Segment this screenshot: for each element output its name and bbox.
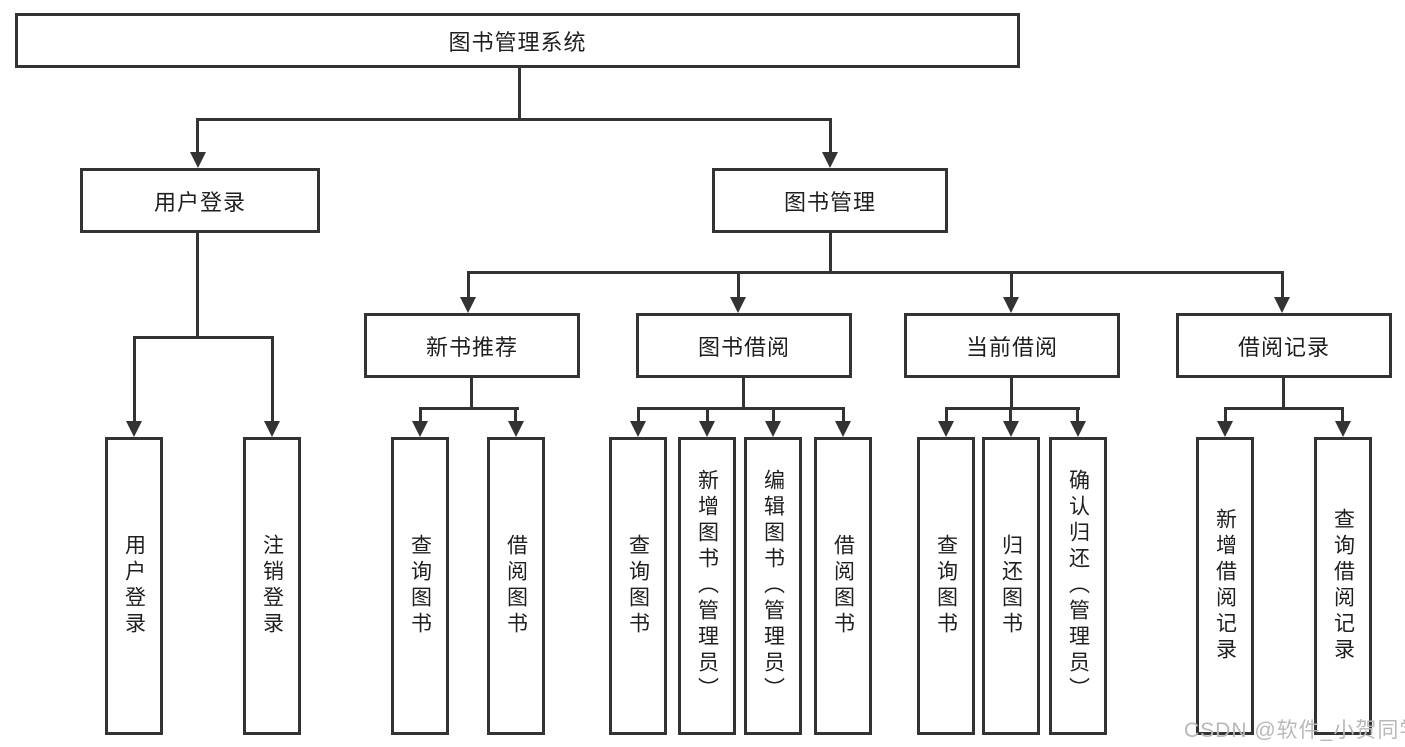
connector-currentborrow-drop-1 [945, 410, 948, 423]
connector-newbook-crossbar [419, 407, 519, 410]
connector-currentborrow-stem [1010, 378, 1013, 407]
leaf-edit-book-admin: 编辑图书（管理员） [744, 437, 802, 735]
leaf-query-borrow-record: 查询借阅记录 [1314, 437, 1372, 735]
leaf-borrow-query-book: 查询图书 [609, 437, 667, 735]
arrowhead-bookborrow-leaf-4 [835, 421, 851, 437]
leaf-newbook-query-book: 查询图书 [391, 437, 449, 735]
connector-bookborrow-drop-2 [706, 410, 709, 423]
leaf-current-query-book: 查询图书 [917, 437, 975, 735]
arrowhead-newbook-leaf-1 [412, 421, 428, 437]
arrowhead-to-new-book-recommend [460, 297, 476, 313]
leaf-newbook-borrow-book: 借阅图书 [487, 437, 545, 735]
connector-newbook-drop-1 [419, 410, 422, 423]
arrowhead-bookborrow-leaf-3 [765, 421, 781, 437]
connector-newbook-stem [470, 378, 473, 407]
connector-borrowrecord-stem [1282, 378, 1285, 407]
connector-root-drop-right [829, 121, 832, 153]
connector-userlogin-stem [196, 233, 199, 336]
arrowhead-currentborrow-leaf-3 [1070, 421, 1086, 437]
connector-bookborrow-stem [742, 378, 745, 407]
leaf-add-borrow-record: 新增借阅记录 [1196, 437, 1254, 735]
connector-root-crossbar [196, 118, 832, 121]
connector-bookmgmt-stem [829, 233, 832, 271]
node-new-book-recommend: 新书推荐 [364, 313, 580, 378]
arrowhead-currentborrow-leaf-1 [938, 421, 954, 437]
arrowhead-currentborrow-leaf-2 [1003, 421, 1019, 437]
node-root-library-system: 图书管理系统 [15, 13, 1020, 68]
leaf-confirm-return-admin: 确认归还（管理员） [1049, 437, 1107, 735]
arrowhead-bookborrow-leaf-2 [699, 421, 715, 437]
arrowhead-to-book-management [822, 152, 838, 168]
connector-currentborrow-crossbar [945, 407, 1080, 410]
connector-newbook-drop-2 [514, 410, 517, 423]
connector-bookmgmt-drop-4 [1281, 274, 1284, 299]
connector-bookmgmt-drop-2 [737, 274, 740, 299]
arrowhead-to-user-login [190, 152, 206, 168]
connector-bookmgmt-drop-1 [467, 274, 470, 299]
connector-bookborrow-drop-4 [842, 410, 845, 423]
connector-bookmgmt-drop-3 [1010, 274, 1013, 299]
leaf-add-book-admin: 新增图书（管理员） [678, 437, 736, 735]
connector-root-stem [518, 68, 521, 118]
node-book-management: 图书管理 [712, 168, 948, 233]
connector-bookmgmt-crossbar [467, 271, 1284, 274]
connector-borrowrecord-drop-2 [1341, 410, 1344, 423]
arrowhead-to-borrow-record [1274, 297, 1290, 313]
connector-userlogin-crossbar [133, 336, 274, 339]
arrowhead-bookborrow-leaf-1 [630, 421, 646, 437]
node-borrow-record: 借阅记录 [1176, 313, 1392, 378]
connector-currentborrow-drop-3 [1076, 410, 1079, 423]
connector-bookborrow-drop-3 [772, 410, 775, 423]
connector-userlogin-drop-left [133, 339, 136, 421]
arrowhead-borrowrecord-leaf-2 [1335, 421, 1351, 437]
connector-borrowrecord-drop-1 [1224, 410, 1227, 423]
connector-currentborrow-drop-2 [1009, 410, 1012, 423]
connector-root-drop-left [196, 121, 199, 153]
node-user-login: 用户登录 [80, 168, 320, 233]
connector-bookborrow-crossbar [637, 407, 845, 410]
arrowhead-to-book-borrow [730, 297, 746, 313]
leaf-logout: 注销登录 [243, 437, 301, 735]
leaf-return-book: 归还图书 [982, 437, 1040, 735]
node-book-borrow: 图书借阅 [636, 313, 852, 378]
leaf-borrow-borrow-book: 借阅图书 [814, 437, 872, 735]
csdn-watermark: CSDN @软件_小贺同学 [1184, 719, 1405, 742]
node-current-borrow: 当前借阅 [904, 313, 1120, 378]
connector-userlogin-drop-right [271, 339, 274, 421]
connector-bookborrow-drop-1 [637, 410, 640, 423]
arrowhead-borrowrecord-leaf-1 [1217, 421, 1233, 437]
leaf-user-login: 用户登录 [105, 437, 163, 735]
arrowhead-to-current-borrow [1003, 297, 1019, 313]
arrowhead-to-leaf-logout [264, 421, 280, 437]
arrowhead-newbook-leaf-2 [508, 421, 524, 437]
arrowhead-to-leaf-user-login [126, 421, 142, 437]
connector-borrowrecord-crossbar [1224, 407, 1344, 410]
